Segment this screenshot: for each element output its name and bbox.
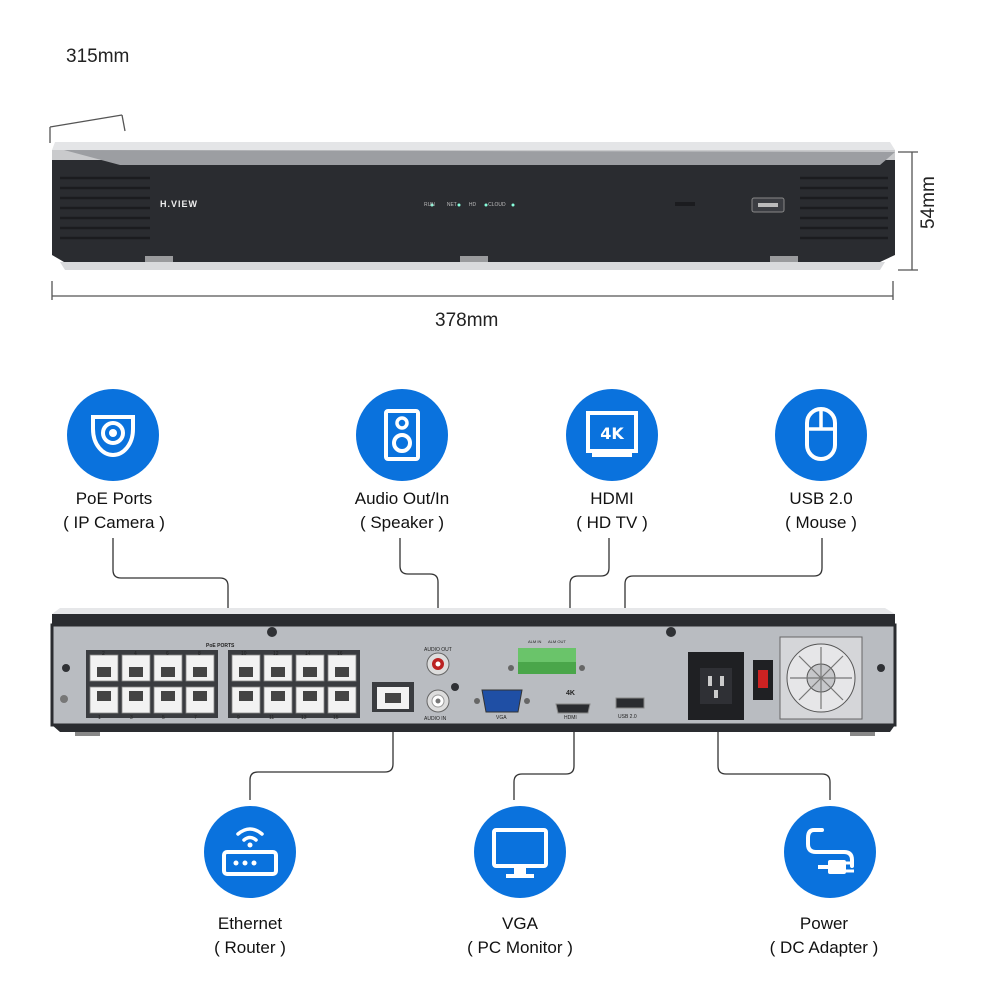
mouse-icon bbox=[775, 389, 867, 481]
router-icon bbox=[204, 806, 296, 898]
feature-usb-subtitle: ( Mouse ) bbox=[785, 513, 857, 532]
power-plug-icon bbox=[784, 806, 876, 898]
speaker-icon bbox=[356, 389, 448, 481]
alarm-in-label: ALM IN bbox=[528, 639, 542, 644]
port-num: 11 bbox=[269, 715, 275, 721]
feature-audio-title: Audio Out/In bbox=[354, 489, 450, 508]
feature-vga-title: VGA bbox=[502, 914, 538, 933]
usb-label: USB 2.0 bbox=[618, 714, 637, 720]
width-dimension: 378mm bbox=[435, 310, 499, 331]
svg-text:4K: 4K bbox=[600, 424, 624, 443]
front-indicator-labels: RUN NET HD CLOUD bbox=[424, 202, 506, 208]
feature-poe: PoE Ports ( IP Camera ) bbox=[14, 487, 214, 535]
feature-vga: VGA ( PC Monitor ) bbox=[420, 912, 620, 960]
audio-in-label: AUDIO IN bbox=[424, 716, 447, 722]
alarm-out-label: ALM OUT bbox=[548, 639, 566, 644]
indicator-net: NET bbox=[446, 202, 457, 208]
nvr-front-view bbox=[49, 114, 918, 300]
port-num: 4 bbox=[134, 651, 137, 657]
port-num: 2 bbox=[102, 651, 105, 657]
feature-ethernet: Ethernet ( Router ) bbox=[150, 912, 350, 960]
port-num: 10 bbox=[241, 651, 247, 657]
vga-label: VGA bbox=[496, 715, 507, 721]
monitor-icon bbox=[474, 806, 566, 898]
port-num: 6 bbox=[166, 651, 169, 657]
poe-top-numbers: 2 4 6 8 10 12 14 16 bbox=[102, 651, 358, 657]
port-num: 7 bbox=[194, 715, 197, 721]
feature-audio-subtitle: ( Speaker ) bbox=[359, 513, 445, 532]
port-num: 5 bbox=[162, 715, 165, 721]
port-num: 1 bbox=[98, 715, 101, 721]
poe-ports-label: PoE PORTS bbox=[206, 643, 235, 649]
dome-camera-icon bbox=[67, 389, 159, 481]
port-num: 8 bbox=[198, 651, 201, 657]
hdmi-label: HDMI bbox=[564, 715, 577, 721]
indicator-run: RUN bbox=[424, 202, 435, 208]
poe-bottom-numbers: 1 3 5 7 9 11 13 15 bbox=[98, 715, 354, 721]
feature-hdmi-subtitle: ( HD TV ) bbox=[576, 513, 648, 532]
port-num: 13 bbox=[301, 715, 307, 721]
feature-poe-title: PoE Ports bbox=[75, 489, 153, 508]
4k-monitor-icon: 4K bbox=[566, 389, 658, 481]
feature-usb: USB 2.0 ( Mouse ) bbox=[721, 487, 921, 535]
feature-vga-subtitle: ( PC Monitor ) bbox=[467, 938, 573, 957]
hdmi-4k-label: 4K bbox=[566, 690, 575, 697]
feature-usb-title: USB 2.0 bbox=[789, 489, 853, 508]
feature-hdmi-title: HDMI bbox=[590, 489, 634, 508]
port-num: 16 bbox=[337, 651, 343, 657]
port-num: 9 bbox=[237, 715, 240, 721]
feature-power-subtitle: ( DC Adapter ) bbox=[769, 938, 879, 957]
feature-hdmi: HDMI ( HD TV ) bbox=[512, 487, 712, 535]
port-num: 3 bbox=[130, 715, 133, 721]
port-num: 14 bbox=[305, 651, 311, 657]
feature-ethernet-subtitle: ( Router ) bbox=[214, 938, 286, 957]
port-num: 15 bbox=[333, 715, 339, 721]
feature-power: Power ( DC Adapter ) bbox=[724, 912, 924, 960]
brand-logo: H.VIEW bbox=[160, 199, 199, 209]
port-num: 12 bbox=[273, 651, 279, 657]
audio-out-label: AUDIO OUT bbox=[424, 647, 452, 653]
indicator-cloud: CLOUD bbox=[488, 202, 506, 208]
feature-poe-subtitle: ( IP Camera ) bbox=[63, 513, 165, 532]
indicator-hd: HD bbox=[468, 202, 477, 208]
feature-power-title: Power bbox=[799, 914, 849, 933]
feature-audio: Audio Out/In ( Speaker ) bbox=[302, 487, 502, 535]
feature-ethernet-title: Ethernet bbox=[217, 914, 283, 933]
depth-dimension: 315mm bbox=[66, 46, 130, 67]
